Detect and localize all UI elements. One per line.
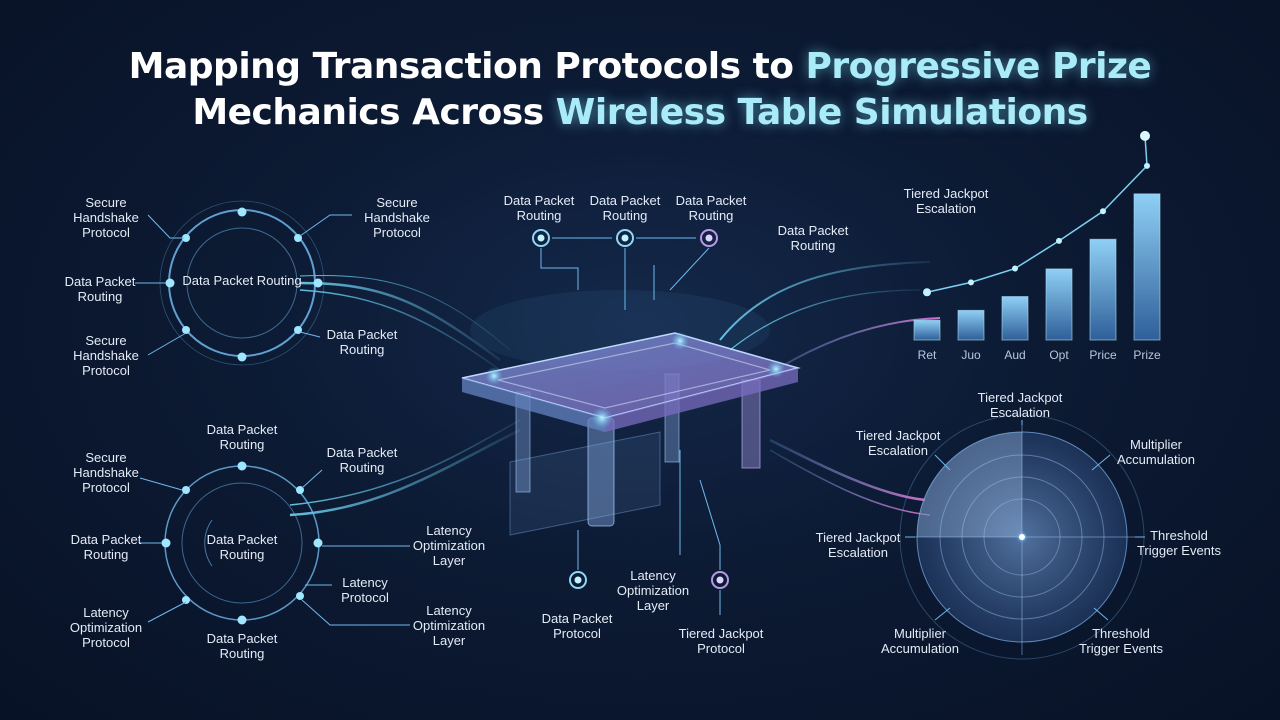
trend-point [1012, 265, 1018, 272]
radar-label-5: Threshold Trigger Events [1136, 528, 1222, 558]
bar-tick-label: Opt [1049, 348, 1069, 362]
top-left-label-4: Secure Handshake Protocol [364, 195, 430, 240]
table-top-connectors [540, 237, 710, 310]
bar-juo [957, 309, 985, 341]
title-line2-highlight: Wireless Table Simulations [555, 92, 1089, 133]
radar-label-3: Multiplier Accumulation [1116, 437, 1196, 467]
radar-label-7: Threshold Trigger Events [1078, 626, 1164, 656]
table-bottom-connectors [577, 450, 721, 615]
table-top-label-2: Data Packet Routing [589, 193, 661, 223]
data-streams [289, 261, 941, 517]
bar-prize [1133, 193, 1161, 341]
table-top-label-3: Data Packet Routing [675, 193, 747, 223]
table-bottom-label-1: Latency Optimization Layer [616, 568, 690, 613]
bottom-left-label-4: Data Packet Routing [70, 532, 142, 562]
title-line1-highlight: Progressive Prize [805, 46, 1152, 87]
bottom-left-ring-center: Data Packet Routing [206, 532, 278, 562]
bar-ret [913, 319, 941, 341]
radar-label-1: Tiered Jackpot Escalation [977, 390, 1063, 420]
trend-point [1144, 162, 1150, 169]
radar-connectors [905, 420, 1145, 621]
table-bottom-label-2: Data Packet Protocol [541, 611, 613, 641]
bottom-left-label-5: Latency Optimization Layer [412, 523, 486, 568]
bottom-left-label-2: Data Packet Routing [326, 445, 398, 475]
top-left-label-1: Secure Handshake Protocol [73, 195, 139, 240]
bar-aud [1001, 296, 1029, 341]
holographic-table [461, 332, 801, 536]
top-left-ring-nodes [165, 207, 323, 362]
radar-label-2: Tiered Jackpot Escalation [855, 428, 941, 458]
bar-tick-label: Ret [917, 348, 937, 362]
radar-chart [899, 414, 1145, 660]
top-left-label-3: Secure Handshake Protocol [73, 333, 139, 378]
bottom-left-label-1: Data Packet Routing [206, 422, 278, 452]
bar-opt [1045, 268, 1073, 341]
top-left-ring-connectors [135, 214, 352, 356]
bar-tick-label: Price [1089, 348, 1117, 362]
trend-point [923, 288, 931, 297]
table-bottom-nodes [569, 571, 729, 589]
top-left-ring-center: Data Packet Routing [182, 273, 302, 288]
table-top-nodes [532, 229, 718, 247]
bottom-left-label-7: Latency Optimization Layer [412, 603, 486, 648]
bar-tick-label: Aud [1004, 348, 1026, 362]
bottom-left-label-3: Secure Handshake Protocol [73, 450, 139, 495]
table-top-label-1: Data Packet Routing [503, 193, 575, 223]
bar-tick-label: Prize [1133, 348, 1161, 362]
trend-point [968, 279, 974, 286]
bar-tick-label: Juo [961, 348, 981, 362]
bar-price [1089, 238, 1117, 341]
bottom-left-label-9: Data Packet Routing [206, 631, 278, 661]
page-title: Mapping Transaction Protocols to Progres… [0, 44, 1280, 136]
bottom-left-ring-connectors [139, 469, 410, 626]
bottom-left-label-8: Latency Optimization Protocol [69, 605, 143, 650]
title-line1-plain: Mapping Transaction Protocols to [128, 46, 806, 87]
bottom-left-label-6: Latency Protocol [341, 575, 389, 605]
title-line2-plain: Mechanics Across [192, 92, 556, 133]
top-left-label-2: Data Packet Routing [64, 274, 136, 304]
radar-label-4: Tiered Jackpot Escalation [815, 530, 901, 560]
trend-point [1056, 237, 1062, 244]
chart-title: Tiered Jackpot Escalation [903, 186, 989, 216]
radar-label-6: Multiplier Accumulation [880, 626, 960, 656]
trend-point [1100, 208, 1106, 215]
table-bottom-label-3: Tiered Jackpot Protocol [678, 626, 764, 656]
table-right-label: Data Packet Routing [777, 223, 849, 253]
jackpot-bar-chart [913, 130, 1161, 341]
trend-tip-point [1140, 130, 1150, 141]
top-left-label-5: Data Packet Routing [326, 327, 398, 357]
